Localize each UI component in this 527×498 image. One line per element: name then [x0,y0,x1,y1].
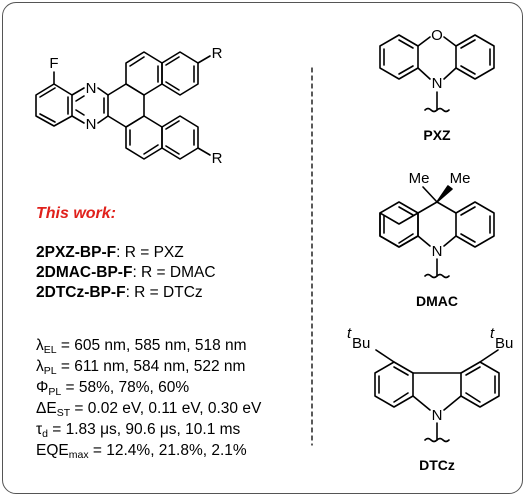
compound-assignment: : R = DMAC [132,264,216,281]
figure-frame [2,2,523,494]
property-subscript: ST [56,407,71,419]
property-subscript: PL [48,386,62,398]
property-subscript: PL [43,365,57,377]
property-plqy: ΦPL = 58%, 78%, 60% [36,378,189,397]
compound-item: 2PXZ-BP-F: R = PXZ [36,243,184,262]
property-symbol: Φ [36,379,49,396]
atom-n-top: N [86,80,97,97]
property-symbol: τ [36,421,43,438]
pxz-atom-o: O [431,27,443,44]
property-values: = 1.83 μs, 90.6 μs, 10.1 ms [47,421,241,438]
property-symbol: λ [36,358,44,375]
compound-name: 2DMAC-BP-F [36,264,133,281]
property-subscript: EL [43,344,57,356]
pxz-label: PXZ [423,127,451,143]
property-values: = 58%, 78%, 60% [61,379,190,396]
property-values: = 0.02 eV, 0.11 eV, 0.30 eV [70,400,262,417]
property-el: λEL = 605 nm, 585 nm, 518 nm [36,336,247,355]
dmac-label: DMAC [416,293,458,309]
dtcz-atom-bu1: Bu [352,335,370,352]
dtcz-atom-n: N [432,407,443,424]
property-symbol: EQE [36,442,69,459]
dmac-atom-n: N [432,243,443,260]
compound-assignment: : R = DTCz [125,284,203,301]
pxz-atom-n: N [432,75,443,92]
this-work-heading: This work: [36,205,117,222]
atom-n-bottom: N [86,116,97,133]
compound-item: 2DTCz-BP-F: R = DTCz [36,283,203,302]
dmac-atom-me1: Me [409,170,430,187]
compound-item: 2DMAC-BP-F: R = DMAC [36,263,216,282]
pxz-structure [379,34,495,113]
property-dest: ΔEST = 0.02 eV, 0.11 eV, 0.30 eV [36,399,261,418]
property-pl: λPL = 611 nm, 584 nm, 522 nm [36,357,245,376]
dtcz-label: DTCz [419,457,455,473]
dmac-structure [379,185,495,279]
core-structure [35,51,211,160]
property-eqe: EQEmax = 12.4%, 21.8%, 2.1% [36,441,247,460]
property-subscript: d [42,428,48,440]
property-symbol: ΔE [36,400,57,417]
atom-r-bottom: R [212,150,223,167]
dtcz-atom-t2: t [490,325,495,342]
property-values: = 12.4%, 21.8%, 2.1% [88,442,247,459]
property-values: = 611 nm, 584 nm, 522 nm [56,358,246,375]
atom-r-top: R [212,45,223,62]
compound-assignment: : R = PXZ [116,244,184,261]
compound-name: 2DTCz-BP-F [36,284,126,301]
property-symbol: λ [36,337,44,354]
dtcz-atom-t1: t [347,325,352,342]
dmac-atom-me2: Me [450,170,471,187]
property-lifetime: τd = 1.83 μs, 90.6 μs, 10.1 ms [36,420,240,439]
dtcz-structure [374,349,500,443]
property-subscript: max [68,449,89,461]
dtcz-atom-bu2: Bu [495,335,513,352]
property-values: = 605 nm, 585 nm, 518 nm [56,337,247,354]
compound-name: 2PXZ-BP-F [36,244,117,261]
atom-f: F [49,55,58,72]
